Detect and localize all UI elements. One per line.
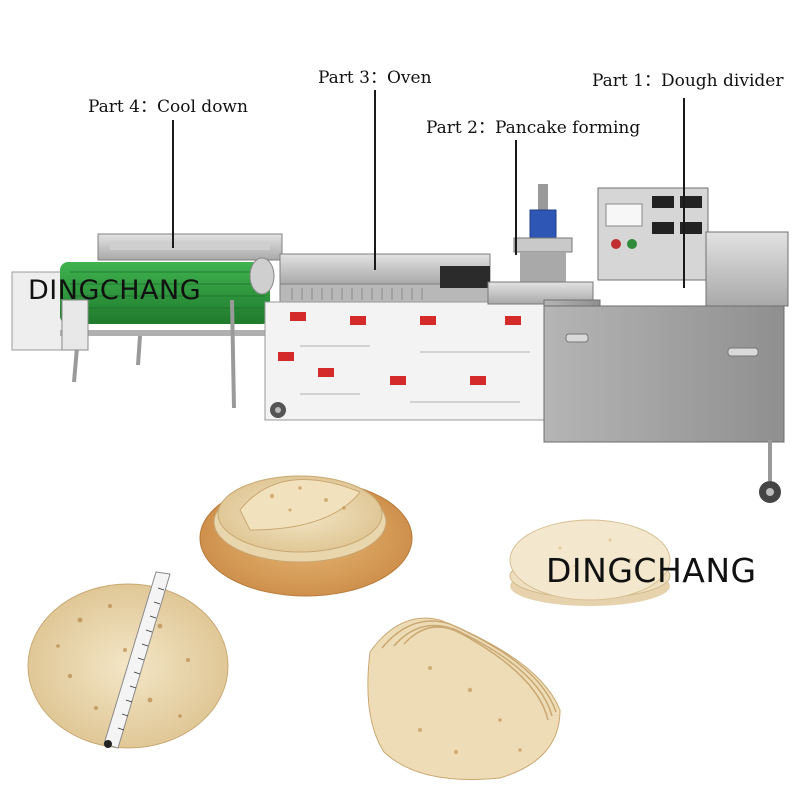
part3-label: Part 3：Oven	[318, 68, 432, 88]
watermark-top: DINGCHANG	[28, 275, 202, 306]
folded-tortilla-stack	[367, 617, 561, 780]
oven-unit	[264, 253, 546, 421]
cooling-conveyor	[11, 233, 283, 409]
watermark-bottom: DINGCHANG	[546, 551, 757, 590]
dough-divider	[543, 187, 789, 503]
part4-label: Part 4：Cool down	[88, 97, 248, 117]
part2-leader-line	[515, 140, 517, 255]
part1-label: Part 1：Dough divider	[592, 71, 784, 91]
tortilla-production-line	[11, 184, 789, 503]
part2-label: Part 2：Pancake forming	[426, 118, 641, 138]
part4-leader-line	[172, 120, 174, 248]
part1-leader-line	[683, 98, 685, 288]
part3-leader-line	[374, 90, 376, 270]
tortilla-with-measuring-tape	[27, 571, 229, 749]
tortilla-stack-white	[509, 519, 671, 606]
measuring-tape	[103, 571, 171, 749]
tortilla-stack-on-wood-plate	[199, 475, 413, 597]
